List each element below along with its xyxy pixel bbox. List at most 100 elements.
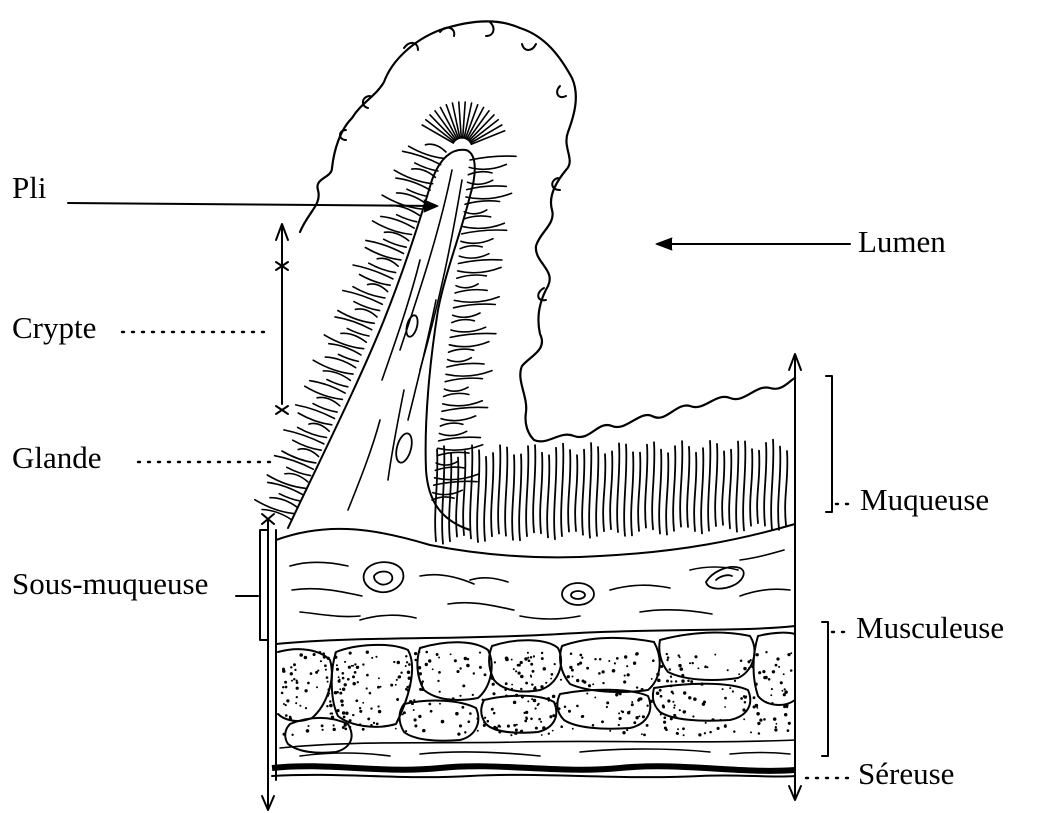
stipple-dot: [282, 669, 286, 673]
stipple-dot: [598, 672, 601, 675]
label-lumen: Lumen: [858, 224, 946, 259]
stipple-dot: [289, 717, 292, 720]
stipple-dot: [420, 682, 423, 685]
gland-stroke: [450, 333, 496, 337]
stipple-dot: [742, 708, 745, 711]
stipple-dot: [326, 676, 329, 679]
stipple-dot: [510, 734, 512, 736]
stipple-dot: [338, 676, 340, 678]
stipple-dot: [414, 724, 417, 727]
stipple-dot: [743, 718, 745, 720]
stipple-dot: [633, 721, 636, 724]
stipple-dot: [290, 666, 292, 668]
stipple-dot: [554, 663, 556, 665]
stipple-dot: [698, 733, 701, 736]
stipple-dot: [706, 666, 708, 668]
gland-stroke: [462, 230, 507, 234]
stipple-dot: [780, 681, 783, 684]
gland-stroke: [722, 451, 724, 524]
gland-stroke: [448, 358, 472, 362]
stipple-dot: [748, 667, 750, 669]
stipple-dot: [336, 664, 338, 666]
submucosa-fibers: [290, 550, 790, 620]
stipple-dot: [663, 716, 666, 719]
stipple-dot: [609, 690, 611, 692]
stipple-dot: [285, 704, 287, 706]
stipple-dot: [659, 689, 662, 692]
stipple-dot: [520, 675, 524, 679]
stipple-dot: [636, 686, 638, 688]
stipple-dot: [732, 690, 734, 692]
stipple-dot: [643, 734, 646, 737]
stipple-dot: [515, 729, 518, 732]
label-sereuse: Séreuse: [858, 756, 954, 791]
stipple-dot: [567, 675, 570, 678]
stipple-dot: [751, 665, 754, 668]
stipple-dot: [773, 717, 776, 720]
stipple-dot: [533, 699, 537, 703]
gland-stroke: [453, 313, 480, 317]
gland-stroke: [458, 260, 502, 264]
stipple-dot: [549, 715, 552, 718]
gland-stroke: [624, 444, 626, 535]
stipple-dot: [441, 720, 445, 724]
stipple-dot: [525, 716, 527, 718]
stipple-dot: [520, 731, 522, 733]
stipple-dot: [401, 707, 403, 709]
stipple-dot: [606, 701, 609, 704]
stipple-dot: [691, 662, 693, 664]
stipple-dot: [783, 705, 786, 708]
stipple-dot: [285, 686, 288, 689]
stipple-dot: [378, 677, 380, 679]
stipple-dot: [467, 720, 470, 723]
stipple-dot: [729, 687, 731, 689]
mucosal-surface-outline: [300, 21, 795, 441]
stipple-dot: [675, 716, 677, 718]
stipple-dot: [366, 674, 369, 677]
stipple-dot: [670, 685, 673, 688]
stipple-dot: [552, 730, 554, 732]
stipple-dot: [342, 711, 345, 714]
stipple-dot: [657, 679, 660, 682]
stipple-dot: [482, 699, 484, 701]
stipple-dot: [294, 669, 296, 671]
stipple-dot: [354, 671, 357, 674]
stipple-dot: [411, 659, 413, 661]
gland-stroke: [680, 441, 682, 526]
stipple-dot: [786, 706, 788, 708]
stipple-dot: [541, 652, 543, 654]
stipple-dot: [763, 676, 766, 679]
stipple-dot: [326, 705, 328, 707]
stipple-dot: [413, 709, 415, 711]
stipple-dot: [540, 721, 542, 723]
stipple-dot: [602, 670, 605, 673]
gland-stroke: [451, 327, 486, 332]
stipple-dot: [405, 730, 407, 732]
stipple-dot: [325, 669, 327, 671]
gland-stroke: [457, 275, 487, 278]
gland-stroke: [666, 453, 668, 534]
stipple-dot: [694, 655, 697, 658]
gland-stroke: [353, 265, 393, 279]
stipple-dot: [329, 700, 331, 702]
stipple-dot: [290, 672, 293, 675]
stipple-dot: [366, 687, 368, 689]
gland-stroke: [325, 357, 355, 368]
gland-stroke: [589, 443, 591, 538]
stipple-dot: [688, 696, 691, 699]
stipple-dot: [414, 659, 417, 662]
gland-stroke: [659, 450, 661, 534]
stipple-dot: [666, 680, 669, 683]
stipple-dot: [306, 729, 310, 733]
stipple-dot: [670, 717, 673, 720]
stipple-dot: [452, 697, 455, 700]
stipple-dot: [750, 731, 752, 733]
stipple-dot: [378, 710, 381, 713]
stipple-dot: [430, 710, 433, 713]
stipple-dot: [467, 658, 470, 661]
stipple-dot: [638, 715, 640, 717]
stipple-dot: [511, 659, 513, 661]
stipple-dot: [521, 695, 524, 698]
stipple-dot: [538, 718, 541, 721]
stipple-dot: [756, 653, 759, 656]
